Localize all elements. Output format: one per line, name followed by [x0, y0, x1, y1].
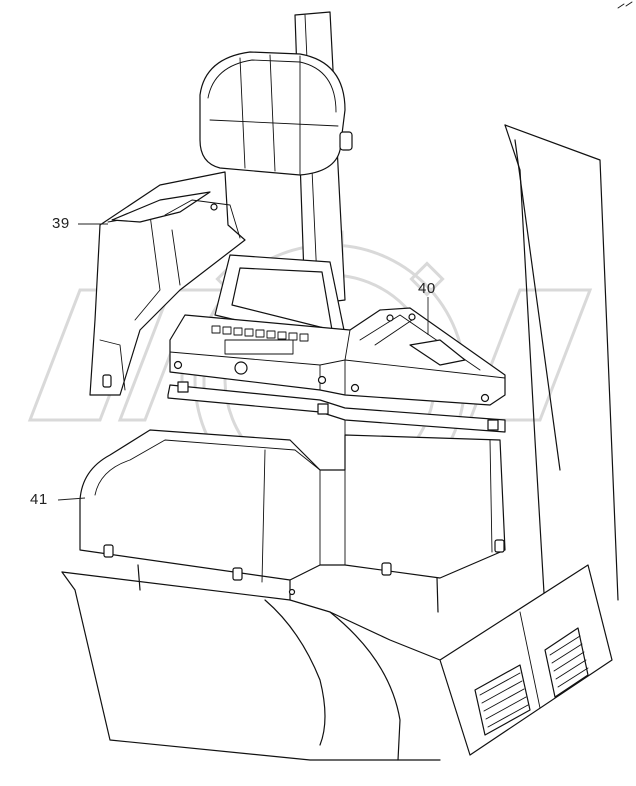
corner-mark: [617, 1, 633, 9]
part-39-cover-panel: [89, 171, 246, 396]
callout-leaders: [57, 223, 429, 501]
bracket-rail: [167, 381, 506, 433]
part-40-upper-console: [169, 254, 506, 406]
part-41-lower-cover: [79, 419, 506, 583]
vented-side-plate: [439, 564, 613, 756]
callout-40: 40: [418, 280, 436, 297]
base-frame: [61, 564, 441, 761]
callout-39: 39: [52, 215, 70, 232]
headrest: [199, 51, 353, 176]
callout-41: 41: [30, 491, 48, 508]
side-wall: [504, 124, 619, 611]
